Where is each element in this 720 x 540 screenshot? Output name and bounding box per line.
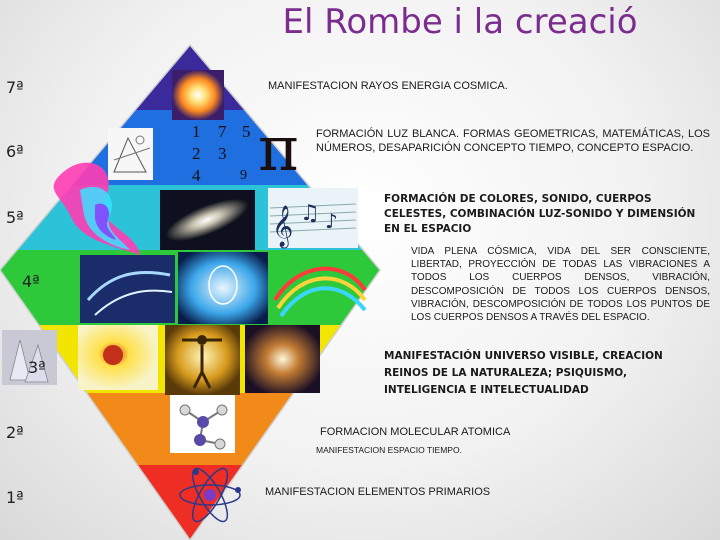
level-label-1: 1ª: [6, 488, 24, 507]
number-7: 7: [218, 122, 227, 141]
number-5: 5: [242, 122, 251, 141]
number-4: 4: [192, 166, 201, 185]
orchid-image: [78, 325, 158, 390]
level-label-7: 7ª: [6, 78, 24, 97]
universe-image: [245, 325, 320, 393]
level-label-6: 6ª: [6, 142, 24, 161]
text-level-7: MANIFESTACION RAYOS ENERGIA COSMICA.: [268, 80, 508, 92]
number-3: 3: [218, 144, 227, 163]
rainbow-swirl-image: [273, 266, 367, 318]
svg-text:𝄞: 𝄞: [272, 205, 293, 248]
level-label-2: 2ª: [6, 423, 24, 442]
number-9: 9: [240, 168, 247, 183]
music-notes-image: 𝄞 ♫ ♪: [268, 188, 358, 248]
text-level-3: MANIFESTACIÓN UNIVERSO VISIBLE, CREACION…: [384, 350, 663, 396]
cosmic-energy-image: [172, 70, 224, 120]
number-2: 2: [192, 144, 201, 163]
text-level-1: MANIFESTACION ELEMENTOS PRIMARIOS: [265, 486, 491, 498]
level-label-3: 3ª: [28, 358, 46, 377]
text-level-6: FORMACIÓN LUZ BLANCA. FORMAS GEOMETRICAS…: [316, 128, 710, 154]
text-level-5: FORMACIÓN DE COLORES, SONIDO, CUERPOS CE…: [384, 193, 696, 235]
text-level-2-main: FORMACION MOLECULAR ATOMICA: [320, 426, 511, 438]
pi-symbol: π: [258, 112, 299, 185]
galaxy-image: [160, 190, 255, 250]
atom-image: [179, 467, 241, 523]
smoke-colors-image: [53, 162, 141, 255]
text-level-4: VIDA PLENA CÓSMICA, VIDA DEL SER CONSCIE…: [411, 246, 710, 324]
level-label-5: 5ª: [6, 208, 24, 227]
number-1: 1: [192, 122, 201, 141]
level-label-4: 4ª: [22, 272, 40, 291]
glowing-face-image: [178, 252, 268, 324]
crystals-image: [2, 330, 57, 385]
text-level-2-sub: MANIFESTACION ESPACIO TIEMPO.: [316, 445, 462, 455]
svg-text:♪: ♪: [325, 209, 338, 233]
geometry-drawing-image: [108, 128, 153, 180]
slide-title: El Rombe i la creació: [282, 2, 638, 42]
svg-text:♫: ♫: [300, 201, 320, 226]
light-hands-image: [80, 255, 175, 323]
cosmic-man-image: [165, 325, 240, 395]
molecule-image: [170, 395, 235, 453]
